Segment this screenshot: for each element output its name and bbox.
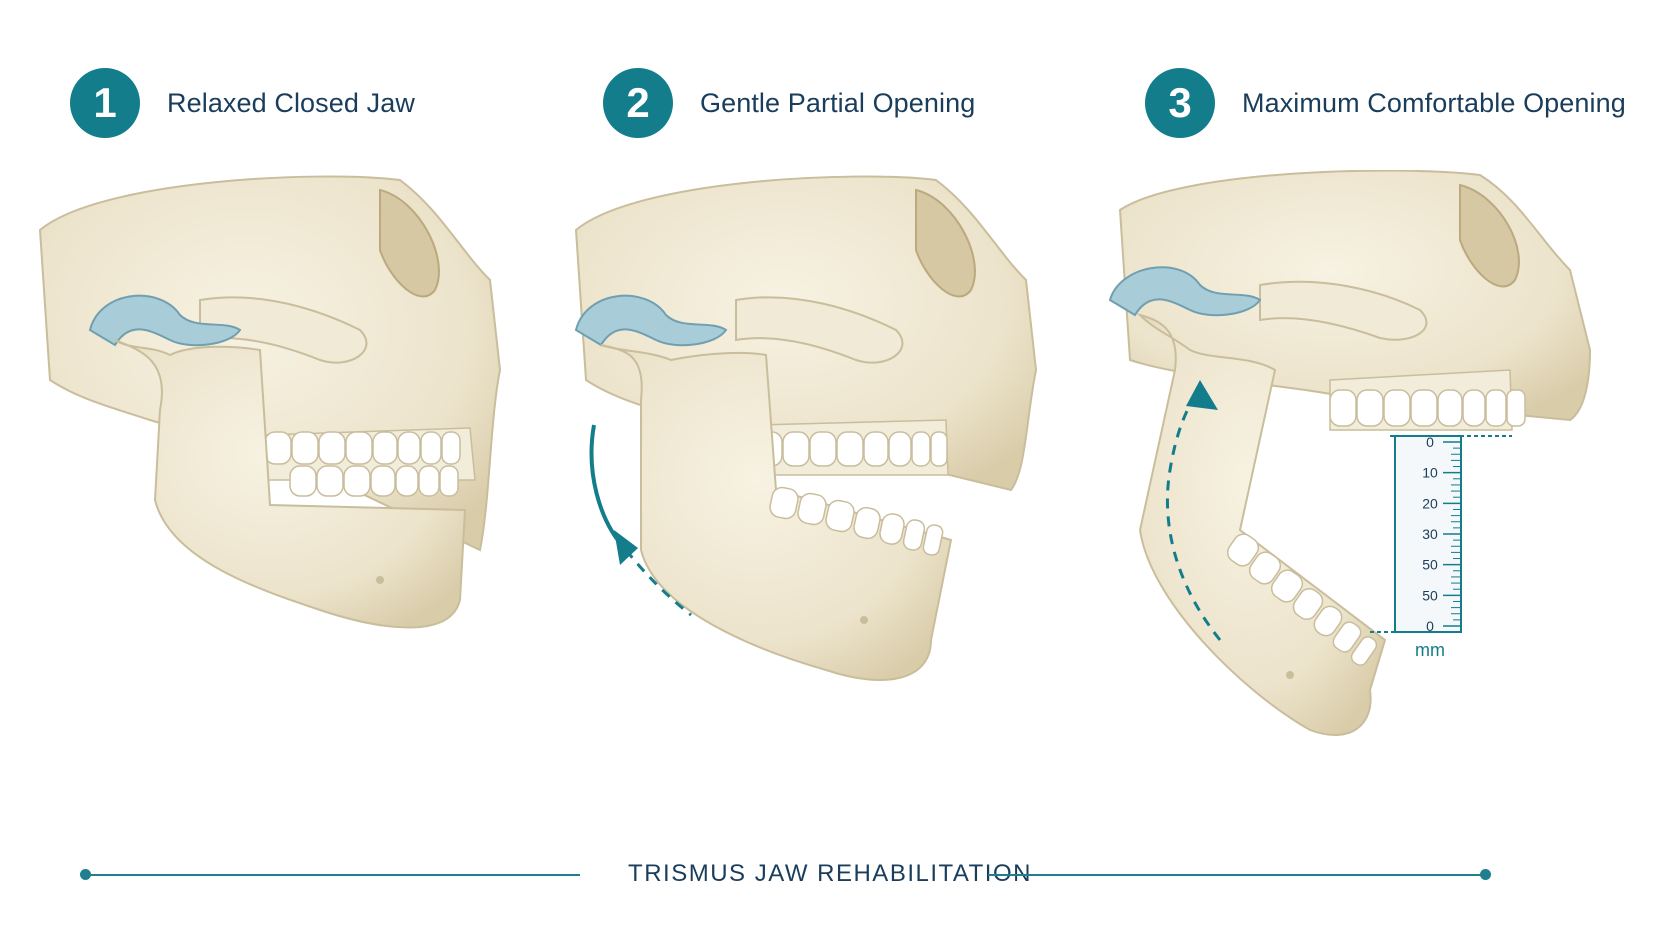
step-2-badge: 2 [603,68,673,138]
upper-teeth-3 [1329,369,1526,431]
step-3-title: Maximum Comfortable Opening [1242,87,1626,118]
step-1-header: 1 Relaxed Closed Jaw [70,68,415,138]
ruler-tick-label: 30 [1422,526,1438,542]
lower-teeth-2 [769,486,944,556]
ruler-tick-label: 0 [1426,618,1434,634]
footer-dot-right [1480,869,1491,880]
lower-teeth-1 [289,465,459,497]
step-1-title: Relaxed Closed Jaw [167,87,415,118]
footer-title: TRISMUS JAW REHABILITATION [628,860,1032,887]
step-2-title: Gentle Partial Opening [700,87,976,118]
eye-socket-3 [1459,183,1520,288]
ruler-tick-label: 10 [1422,465,1438,481]
step-3-header: 3 Maximum Comfortable Opening [1145,68,1626,138]
zygomatic-arch-1 [199,296,368,364]
curved-arrow-up-icon [1166,380,1222,641]
ruler-tick-label: 50 [1422,587,1438,603]
eye-socket-1 [379,188,440,298]
mandible-1 [114,339,467,629]
ruler-tick-label: 0 [1426,434,1434,450]
joint-disc-3 [1108,266,1262,317]
ruler-icon: 0 10 20 30 50 50 0 mm [1370,434,1512,660]
mental-foramen-1 [376,576,384,584]
skull-partial-opening-illustration [574,175,1038,681]
step-1-badge: 1 [70,68,140,138]
ruler-tick-label: 20 [1422,495,1438,511]
mental-foramen-3 [1286,671,1294,679]
footer-line-left [86,874,580,876]
joint-disc-2 [574,294,728,347]
ruler-tick-label: 50 [1422,557,1438,573]
zygomatic-arch-3 [1259,280,1428,341]
upper-teeth-2 [755,419,949,476]
ruler-tick-marks: 0 10 20 30 50 50 0 [1422,434,1461,634]
zygomatic-arch-2 [735,296,904,364]
footer-line-right [988,874,1486,876]
skull-maximum-opening-illustration: 0 10 20 30 50 50 0 mm [1108,170,1592,736]
footer-dot-left [80,869,91,880]
step-3-badge: 3 [1145,68,1215,138]
curved-arrow-down-icon [589,424,692,617]
eye-socket-2 [915,188,976,298]
mental-foramen-2 [860,616,868,624]
lower-teeth-3 [1226,533,1378,666]
joint-disc-1 [88,294,242,347]
ruler-unit: mm [1415,640,1445,660]
skull-closed-jaw-illustration [38,175,502,629]
step-2-header: 2 Gentle Partial Opening [603,68,975,138]
